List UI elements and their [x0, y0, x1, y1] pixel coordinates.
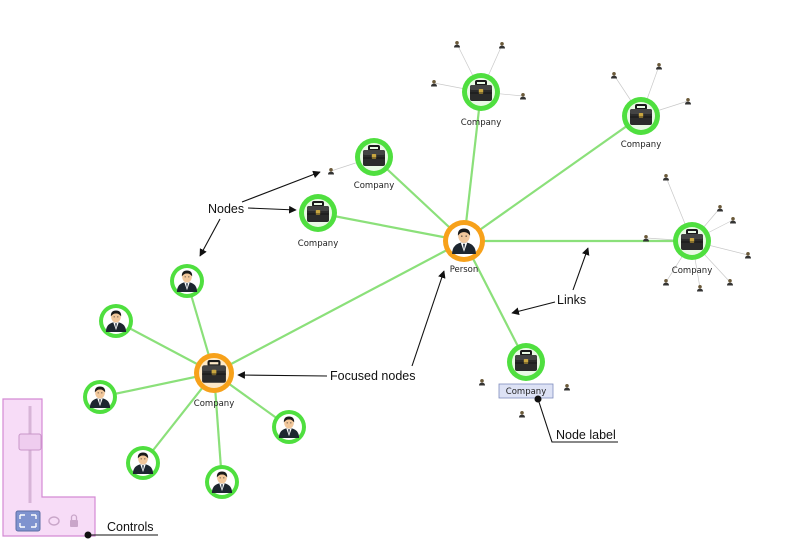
satellite-node[interactable] — [697, 285, 703, 292]
satellite-node[interactable] — [685, 98, 691, 105]
node-label: Company — [621, 140, 661, 150]
satellite-node[interactable] — [656, 63, 662, 70]
node-label: Company — [194, 399, 234, 409]
annotation-links: Links — [511, 247, 590, 316]
person-node[interactable] — [272, 410, 306, 444]
company-node[interactable]: Company — [672, 222, 712, 276]
node-label: Person — [450, 265, 479, 275]
satellite-node[interactable] — [717, 205, 723, 212]
annotation-label: Controls — [107, 520, 154, 534]
annotation-label: Links — [557, 293, 586, 307]
person-node[interactable] — [170, 264, 204, 298]
satellite-node[interactable] — [479, 379, 485, 386]
satellite-node[interactable] — [611, 72, 617, 79]
company-node[interactable]: Company — [298, 194, 338, 249]
satellite-node[interactable] — [454, 41, 460, 48]
company-node[interactable]: Company — [621, 97, 661, 150]
satellite-node[interactable] — [730, 217, 736, 224]
person-node[interactable] — [99, 304, 133, 338]
node-label: Company — [461, 118, 501, 128]
node-label: Company — [354, 181, 394, 191]
lock-icon[interactable] — [70, 514, 78, 527]
company-node[interactable]: Company — [461, 73, 501, 128]
annotation-controls: Controls — [84, 520, 158, 539]
controls-panel — [2, 398, 96, 537]
person-node[interactable] — [83, 380, 117, 414]
person-node[interactable] — [205, 465, 239, 499]
node-label-box — [498, 383, 554, 399]
annotation-label: Nodes — [208, 202, 244, 216]
node-label: Company — [298, 239, 338, 249]
satellite-node[interactable] — [564, 384, 570, 391]
annotation-label: Focused nodes — [330, 369, 415, 383]
satellite-node[interactable] — [499, 42, 505, 49]
company-node-labeled[interactable]: Company — [498, 343, 554, 399]
satellite-node[interactable] — [745, 252, 751, 259]
satellite-node[interactable] — [663, 279, 669, 286]
satellite-node[interactable] — [520, 93, 526, 100]
satellite-node[interactable] — [328, 168, 334, 175]
satellite-node[interactable] — [519, 411, 525, 418]
zoom-slider-icon[interactable] — [18, 406, 42, 503]
node-label: Company — [672, 266, 712, 276]
person-node[interactable] — [126, 446, 160, 480]
satellite-node[interactable] — [663, 174, 669, 181]
fit-view-icon[interactable] — [15, 510, 41, 532]
lasso-icon[interactable] — [48, 516, 60, 526]
node-label: Company — [506, 387, 546, 397]
annotation-node-label: Node label — [534, 395, 618, 443]
focused-person-node[interactable]: Person — [443, 220, 485, 275]
annotation-nodes: Nodes — [199, 170, 321, 257]
company-node[interactable]: Company — [354, 138, 394, 191]
annotation-focused-nodes: Focused nodes — [237, 270, 446, 383]
annotation-label: Node label — [556, 428, 616, 442]
focused-company-node[interactable]: Company — [194, 353, 234, 409]
